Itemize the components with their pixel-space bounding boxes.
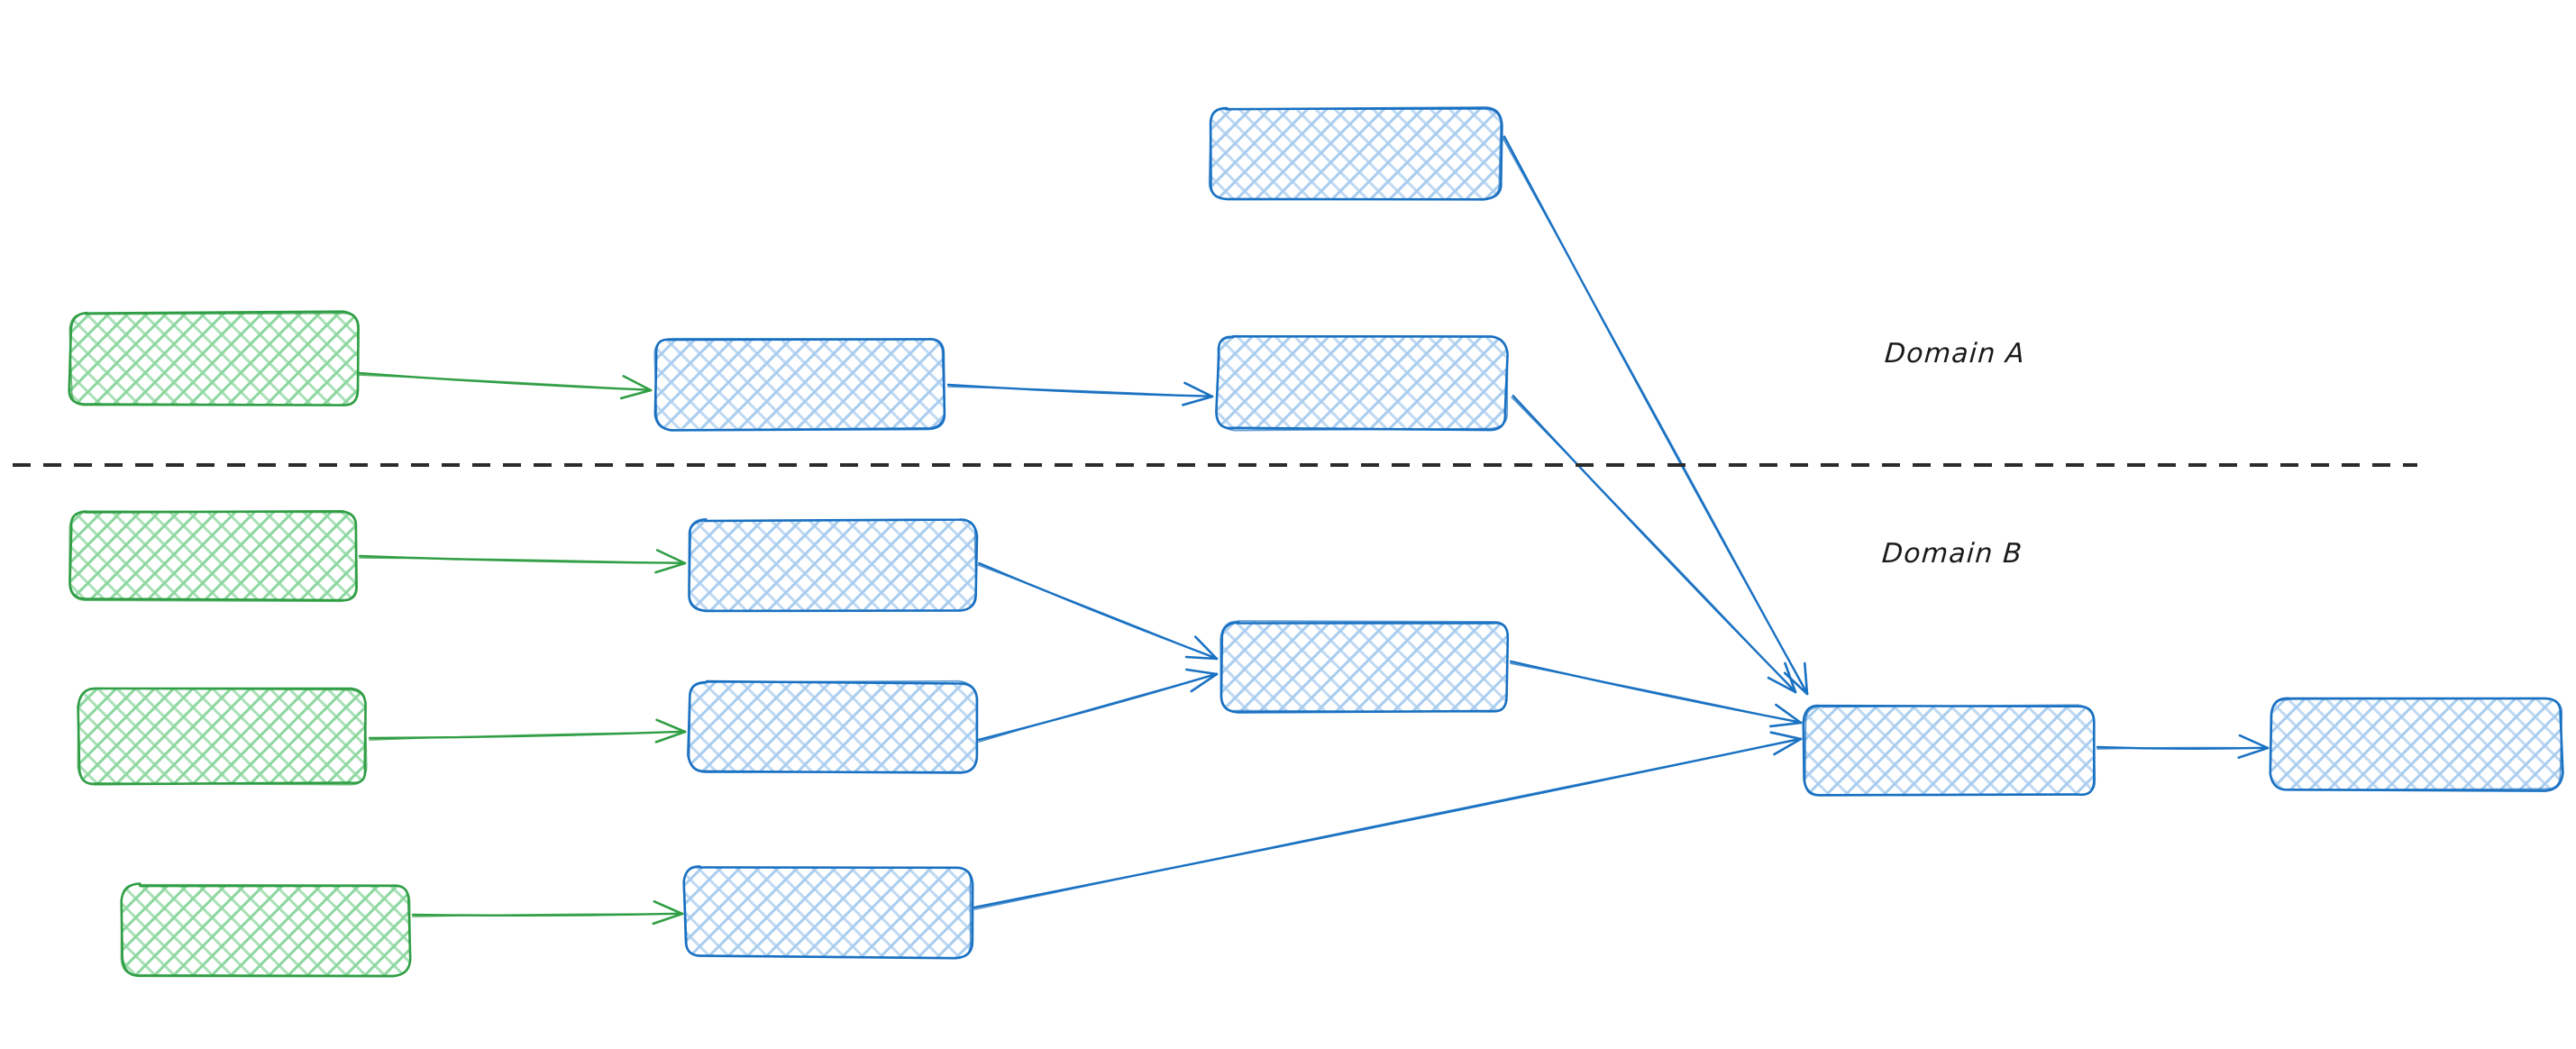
node-a-blue-top[interactable] bbox=[1208, 106, 1503, 201]
node-a-green-1[interactable] bbox=[68, 310, 360, 406]
nodes-layer bbox=[68, 106, 2564, 978]
edge-b-blue-hub-to-b-blue-out bbox=[1510, 660, 1803, 728]
node-b-blue-1[interactable] bbox=[688, 517, 979, 613]
node-b-blue-3[interactable] bbox=[682, 865, 974, 960]
edge-b-blue-2-to-b-blue-hub bbox=[977, 668, 1219, 743]
edge-a-blue-2-to-b-blue-out bbox=[1511, 395, 1797, 694]
edge-b-green-2-to-b-blue-2 bbox=[368, 718, 687, 743]
node-a-blue-2[interactable] bbox=[1215, 334, 1509, 432]
edge-a-green-1-to-a-blue-1 bbox=[357, 371, 653, 400]
edge-a-blue-1-to-a-blue-2 bbox=[946, 381, 1214, 406]
domain-a-label: Domain A bbox=[1883, 338, 2027, 369]
node-b-blue-2[interactable] bbox=[687, 680, 979, 774]
node-b-green-2[interactable] bbox=[77, 687, 368, 786]
edge-b-green-3-to-b-blue-3 bbox=[411, 900, 684, 926]
node-a-blue-1[interactable] bbox=[653, 337, 946, 432]
edge-b-blue-3-to-b-blue-out bbox=[973, 731, 1803, 910]
node-b-blue-end[interactable] bbox=[2269, 697, 2564, 792]
edge-a-blue-top-to-b-blue-out bbox=[1502, 135, 1809, 696]
node-b-green-3[interactable] bbox=[120, 882, 412, 978]
domain-b-label: Domain B bbox=[1880, 538, 2024, 570]
edge-b-blue-1-to-b-blue-hub bbox=[977, 561, 1219, 661]
node-b-blue-out[interactable] bbox=[1802, 704, 2096, 797]
edge-b-blue-out-to-b-blue-end bbox=[2096, 734, 2270, 759]
node-b-blue-hub[interactable] bbox=[1219, 620, 1510, 714]
edge-b-green-1-to-b-blue-1 bbox=[358, 549, 687, 574]
node-b-green-1[interactable] bbox=[69, 509, 358, 603]
edges-layer bbox=[357, 135, 2270, 926]
